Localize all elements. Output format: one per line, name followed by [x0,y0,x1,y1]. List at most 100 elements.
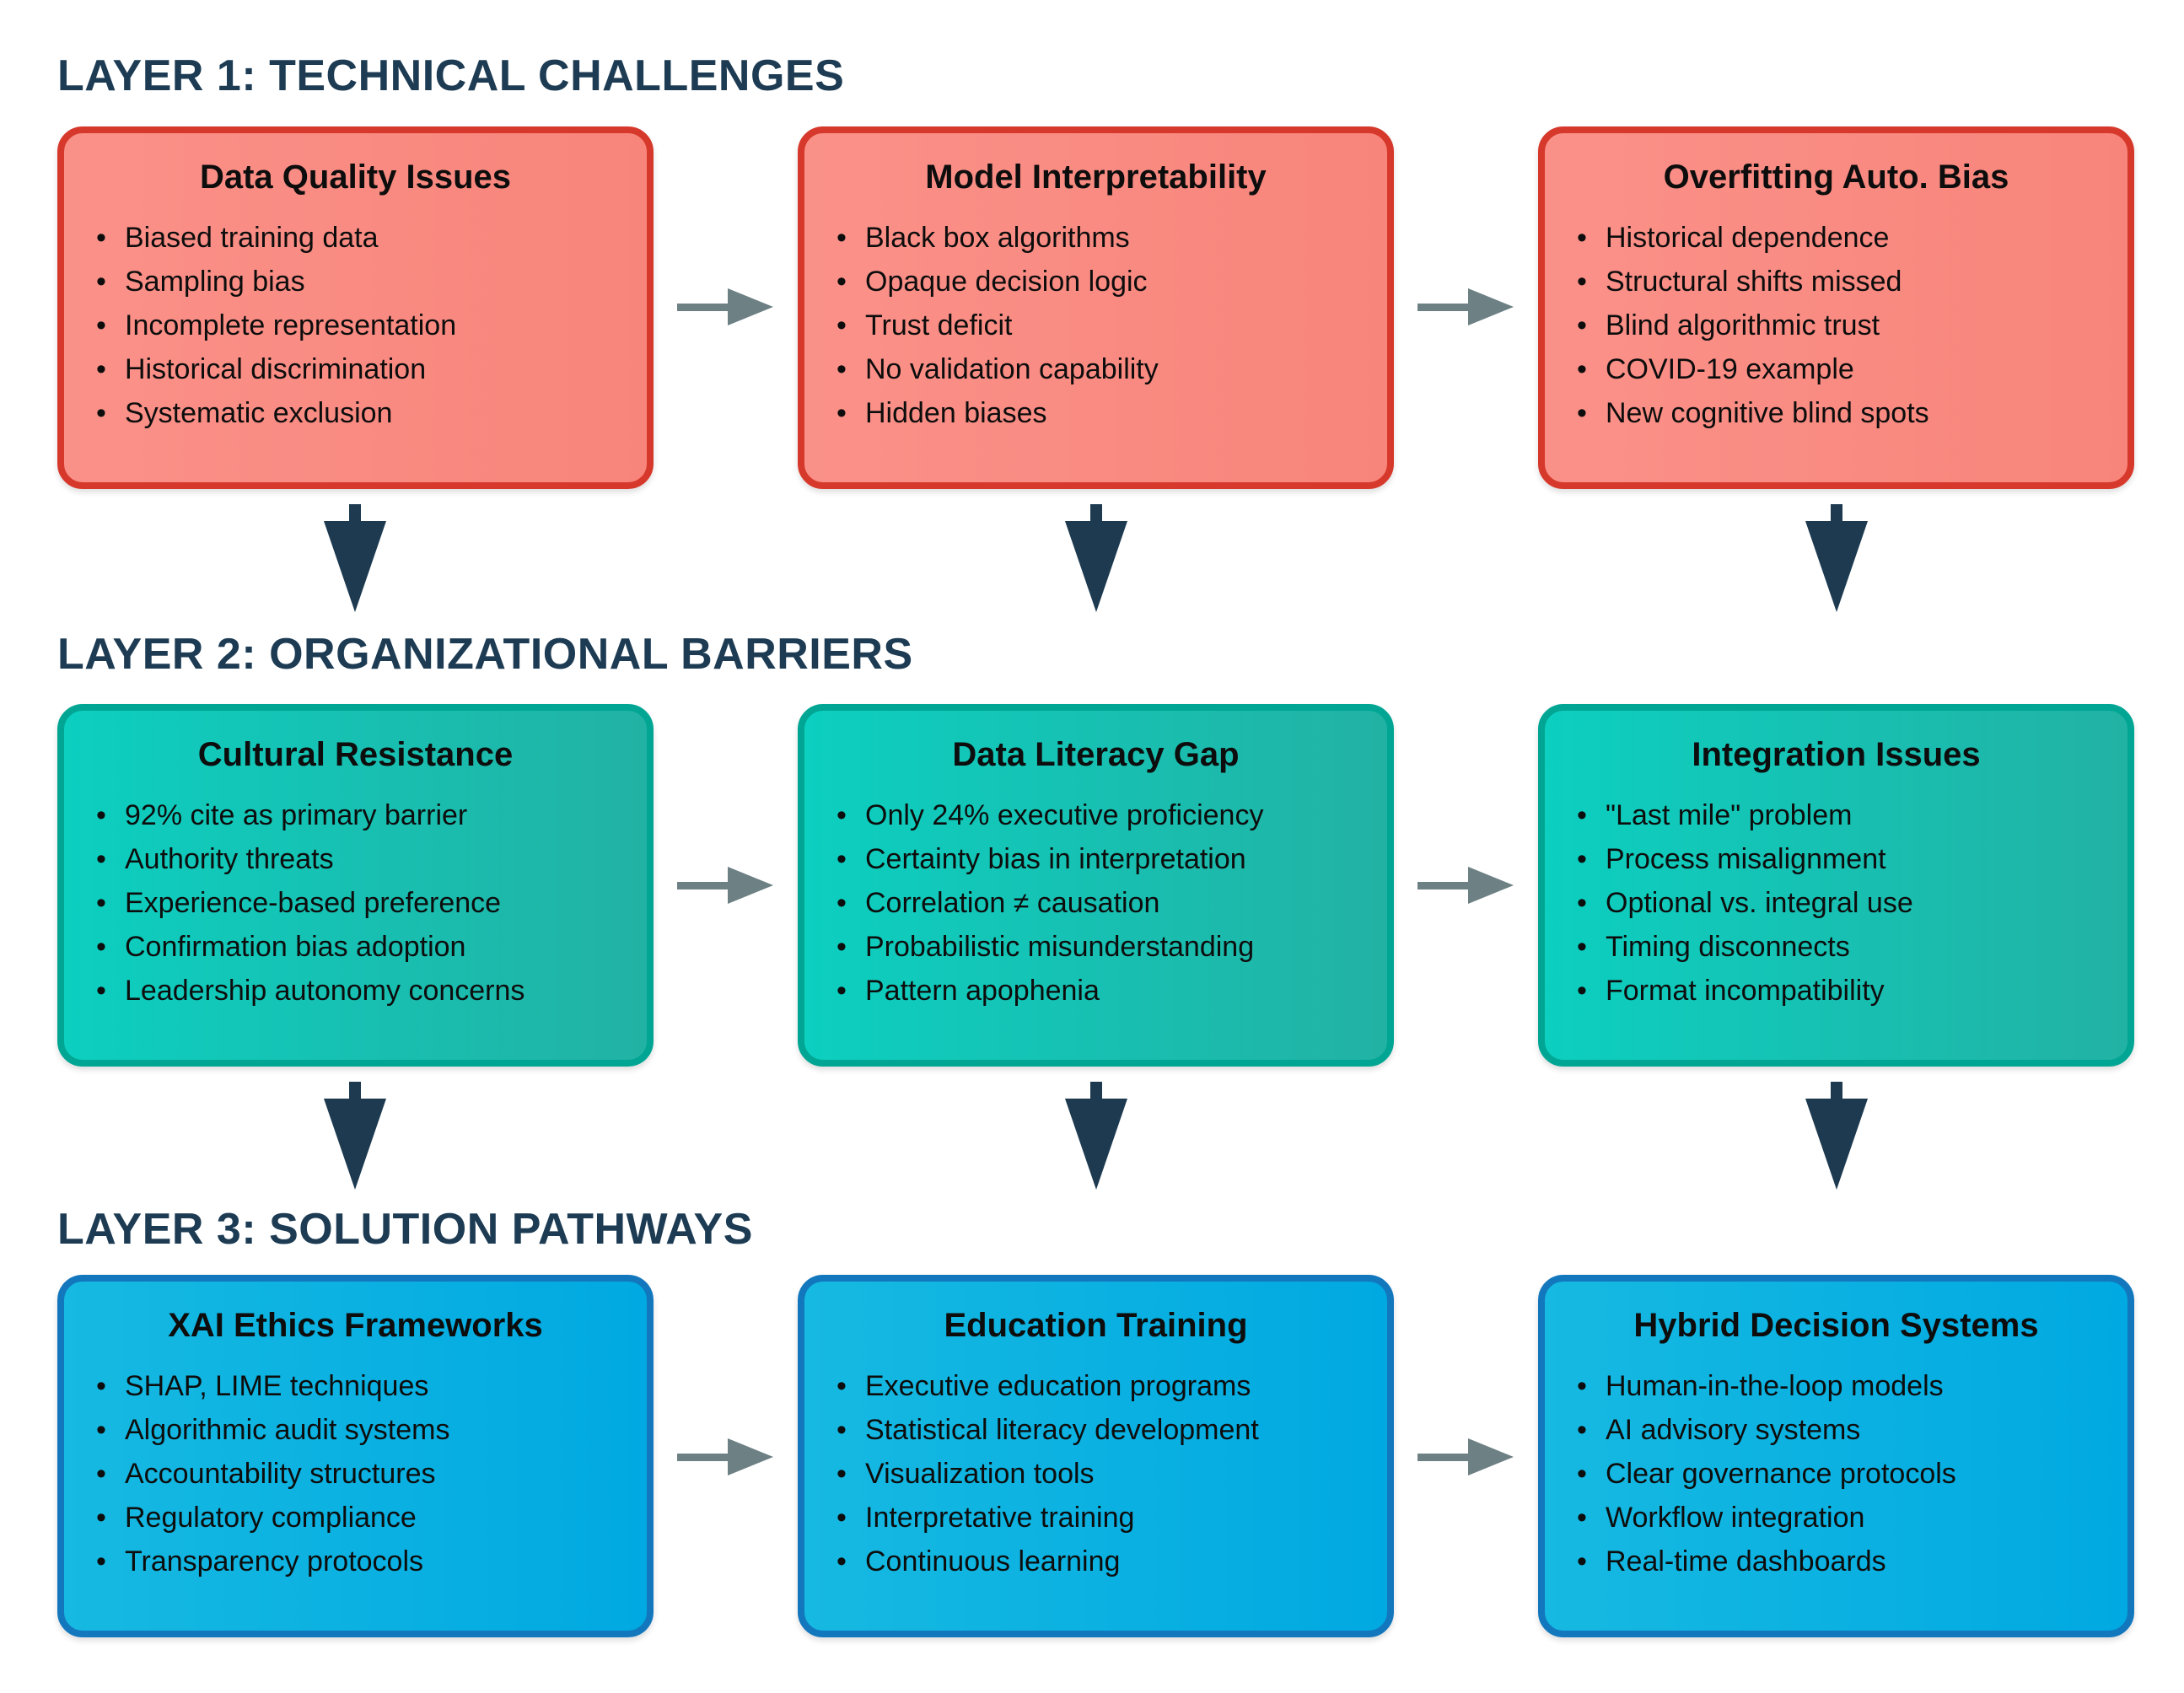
bullet-text: Experience-based preference [125,887,502,919]
box-title: Integration Issues [1692,736,1981,773]
bullet-text: Executive education programs [865,1370,1251,1402]
bullet-item: •Clear governance protocols [1577,1452,2095,1496]
bullet-marker: • [1577,309,1587,341]
bullet-marker: • [836,222,847,254]
bullet-item: •Certainty bias in interpretation [836,837,1355,881]
box-title: Model Interpretability [925,159,1267,196]
bullet-text: New cognitive blind spots [1606,397,1929,429]
bullet-item: •Trust deficit [836,304,1355,347]
right-arrow-icon [1417,1438,1514,1475]
down-arrow-icon [324,1082,386,1190]
box-education-training: Education Training •Executive education … [798,1275,1394,1637]
bullet-list: •Biased training data •Sampling bias •In… [96,216,615,435]
box-title: Overfitting Auto. Bias [1663,159,2009,196]
bullet-item: •Format incompatibility [1577,969,2095,1013]
bullet-marker: • [836,266,847,298]
bullet-item: • Structural shifts missed [1577,260,2095,304]
bullet-marker: • [836,975,847,1007]
bullet-list: • Human-in-the-loop models • AI advisory s… [1577,1364,2095,1583]
bullet-text: Pattern apophenia [865,975,1100,1007]
bullet-item: • AI advisory systems [1577,1408,2095,1452]
bullet-text: Real-time dashboards [1606,1545,1886,1577]
bullet-text: Algorithmic audit systems [125,1414,450,1446]
bullet-marker: • [96,1545,106,1577]
bullet-text: Certainty bias in interpretation [865,843,1246,875]
box-title: XAI Ethics Frameworks [168,1307,543,1344]
bullet-marker: • [836,887,847,919]
box-title: Data Literacy Gap [952,736,1240,773]
bullet-item: •Leadership autonomy concerns [96,969,615,1013]
bullet-item: •Hidden biases [836,391,1355,435]
bullet-marker: • [96,222,106,254]
bullet-marker: • [836,1502,847,1534]
bullet-text: Regulatory compliance [125,1502,417,1534]
bullet-item: •COVID-19 example [1577,347,2095,391]
bullet-marker: • [1577,843,1587,875]
box-cultural-resistance: Cultural Resistance •92% cite as primary… [57,704,654,1067]
bullet-item: •92% cite as primary barrier [96,793,615,837]
bullet-list: •"Last mile" problem • Process misalignme… [1577,793,2095,1013]
bullet-marker: • [96,309,106,341]
bullet-item: • No validation capability [836,347,1355,391]
bullet-text: No validation capability [865,353,1159,385]
bullet-marker: • [836,309,847,341]
bullet-item: •Continuous learning [836,1540,1355,1583]
bullet-text: Blind algorithmic trust [1606,309,1880,341]
bullet-marker: • [1577,266,1587,298]
bullet-marker: • [1577,887,1587,919]
bullet-item: • Algorithmic audit systems [96,1408,615,1452]
layer-1-row: Data Quality Issues •Biased training dat… [57,126,2134,489]
bullet-marker: • [1577,353,1587,385]
box-title: Cultural Resistance [197,736,514,773]
box-data-quality-issues: Data Quality Issues •Biased training dat… [57,126,654,489]
bullet-item: •Confirmation bias adoption [96,925,615,969]
bullet-list: •92% cite as primary barrier •Authority … [96,793,615,1013]
bullet-item: • Interpretative training [836,1496,1355,1540]
bullet-text: Clear governance protocols [1606,1458,1956,1490]
bullet-marker: • [1577,931,1587,963]
right-arrow-icon [677,867,773,904]
box-model-interpretability: Model Interpretability •Black box algori… [798,126,1394,489]
bullet-text: Probabilistic misunderstanding [865,931,1255,963]
box-integration-issues: Integration Issues •"Last mile" problem … [1538,704,2134,1067]
bullet-item: • Optional vs. integral use [1577,881,2095,925]
bullet-item: • Systematic exclusion [96,391,615,435]
bullet-item: •Only 24% executive proficiency [836,793,1355,837]
bullet-marker: • [96,1414,106,1446]
bullet-item: •Visualization tools [836,1452,1355,1496]
bullet-text: Human-in-the-loop models [1606,1370,1944,1402]
bullet-marker: • [96,975,106,1007]
bullet-marker: • [1577,1414,1587,1446]
bullet-item: •Real-time dashboards [1577,1540,2095,1583]
box-xai-ethics-frameworks: XAI Ethics Frameworks •SHAP, LIME techni… [57,1275,654,1637]
bullet-text: Systematic exclusion [125,397,393,429]
bullet-list: •Executive education programs •Statistic… [836,1364,1355,1583]
bullet-text: Interpretative training [865,1502,1135,1534]
bullet-text: Hidden biases [865,397,1047,429]
bullet-text: Historical dependence [1606,222,1890,254]
bullet-marker: • [96,1458,106,1490]
bullet-text: AI advisory systems [1606,1414,1861,1446]
bullet-text: Correlation ≠ causation [865,887,1160,919]
down-arrow-icon [1805,1082,1868,1190]
bullet-text: Only 24% executive proficiency [865,799,1264,831]
bullet-list: •SHAP, LIME techniques •Algorithmic audi… [96,1364,615,1583]
layer-2-row: Cultural Resistance •92% cite as primary… [57,704,2134,1067]
bullet-marker: • [836,931,847,963]
bullet-text: Confirmation bias adoption [125,931,466,963]
bullet-text: Biased training data [125,222,379,254]
bullet-text: Process misalignment [1606,843,1886,875]
bullet-marker: • [836,1414,847,1446]
box-data-literacy-gap: Data Literacy Gap •Only 24% executive pr… [798,704,1394,1067]
bullet-item: •Authority threats [96,837,615,881]
bullet-marker: • [96,397,106,429]
bullet-text: Structural shifts missed [1606,266,1902,298]
bullet-marker: • [836,1545,847,1577]
bullet-text: Optional vs. integral use [1606,887,1913,919]
bullet-item: •"Last mile" problem [1577,793,2095,837]
bullet-marker: • [1577,975,1587,1007]
layer-3-title: LAYER 3: SOLUTION PATHWAYS [57,1205,753,1254]
bullet-marker: • [836,353,847,385]
bullet-marker: • [1577,1502,1587,1534]
